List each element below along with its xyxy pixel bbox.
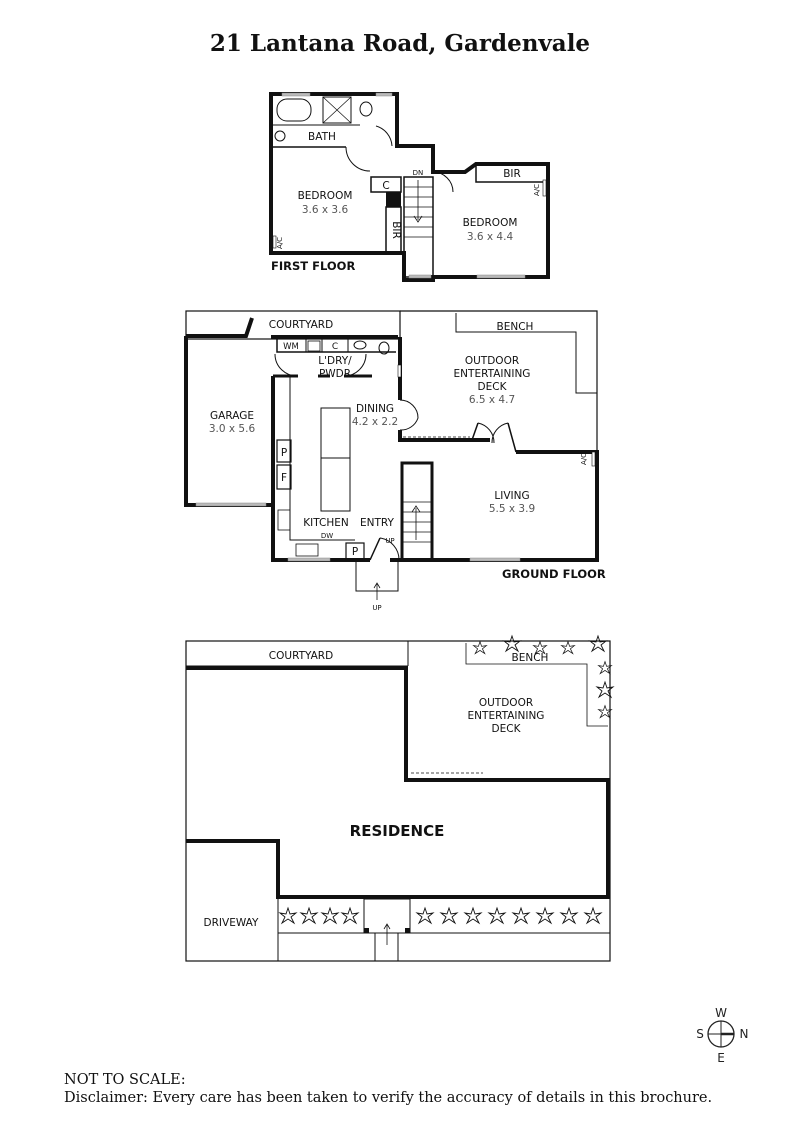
site-bench: BENCH — [512, 652, 549, 664]
room-dining: DINING — [356, 403, 394, 415]
ground-floor-labels: COURTYARD GARAGE 3.0 x 5.6 L'DRY/ PWDR D… — [209, 319, 606, 612]
site-deck-1: OUTDOOR — [479, 697, 533, 709]
site-residence: RESIDENCE — [350, 822, 445, 840]
room-laundry: L'DRY/ — [318, 355, 352, 367]
room-garage-dims: 3.0 x 5.6 — [209, 423, 256, 435]
site-plan — [185, 634, 615, 962]
fixture-pantry-2: P — [352, 546, 358, 558]
fixture-wm: WM — [283, 342, 299, 352]
entry-up: UP — [372, 604, 381, 612]
fixture-bir-2: BIR — [503, 168, 521, 180]
room-bedroom-2-dims: 3.6 x 4.4 — [467, 231, 514, 243]
site-courtyard: COURTYARD — [269, 650, 333, 662]
room-kitchen: KITCHEN — [303, 517, 349, 529]
site-deck-2: ENTERTAINING — [468, 710, 545, 722]
ground-floor-plan — [184, 310, 599, 600]
room-bedroom-1-dims: 3.6 x 3.6 — [302, 204, 349, 216]
footer-notes: NOT TO SCALE: Disclaimer: Every care has… — [64, 1071, 712, 1107]
fixture-dishwasher: DW — [321, 532, 333, 540]
room-deck-3: DECK — [478, 381, 508, 393]
fixture-c: C — [382, 180, 389, 192]
disclaimer-text: Disclaimer: Every care has been taken to… — [64, 1090, 713, 1106]
fixture-c: C — [332, 342, 338, 352]
room-dining-dims: 4.2 x 2.2 — [352, 416, 398, 428]
room-deck-2: ENTERTAINING — [454, 368, 531, 380]
fixture-bir-1: BIR — [390, 221, 402, 239]
stairs-up: UP — [385, 537, 394, 545]
room-living: LIVING — [494, 490, 529, 502]
room-entry: ENTRY — [360, 517, 395, 529]
not-to-scale-note: NOT TO SCALE: — [64, 1072, 186, 1088]
fixture-ac-2: A/C — [533, 184, 541, 196]
room-living-dims: 5.5 x 3.9 — [489, 503, 535, 515]
compass-east: E — [717, 1051, 725, 1065]
room-bath: BATH — [308, 131, 336, 143]
room-deck-dims: 6.5 x 4.7 — [469, 394, 515, 406]
compass-north: N — [740, 1027, 749, 1041]
fixture-ac: A/C — [580, 453, 588, 465]
stairs-dn: DN — [413, 169, 424, 177]
first-floor-label: FIRST FLOOR — [271, 259, 355, 273]
fixture-ac-1: A/C — [276, 237, 284, 249]
first-floor-labels: BATH BEDROOM 3.6 x 3.6 BEDROOM 3.6 x 4.4… — [271, 131, 541, 273]
room-garage: GARAGE — [210, 410, 254, 422]
room-powder: PWDR — [319, 368, 351, 380]
compass-icon: W S N E — [696, 1006, 748, 1065]
room-courtyard: COURTYARD — [269, 319, 333, 331]
site-driveway: DRIVEWAY — [204, 917, 259, 929]
shrub-icons — [278, 634, 615, 925]
compass-west: W — [715, 1006, 727, 1020]
ground-floor-label: GROUND FLOOR — [502, 567, 606, 581]
property-title: 21 Lantana Road, Gardenvale — [209, 30, 591, 57]
fixture-bench: BENCH — [497, 321, 534, 333]
room-deck-1: OUTDOOR — [465, 355, 519, 367]
site-deck-3: DECK — [492, 723, 522, 735]
fixture-pantry-1: P — [281, 447, 287, 459]
fixture-fridge: F — [281, 472, 287, 484]
room-bedroom-2: BEDROOM — [463, 217, 518, 229]
first-floor-plan — [269, 92, 550, 282]
site-plan-labels: COURTYARD BENCH OUTDOOR ENTERTAINING DEC… — [204, 650, 549, 929]
compass-south: S — [696, 1027, 704, 1041]
room-bedroom-1: BEDROOM — [298, 190, 353, 202]
